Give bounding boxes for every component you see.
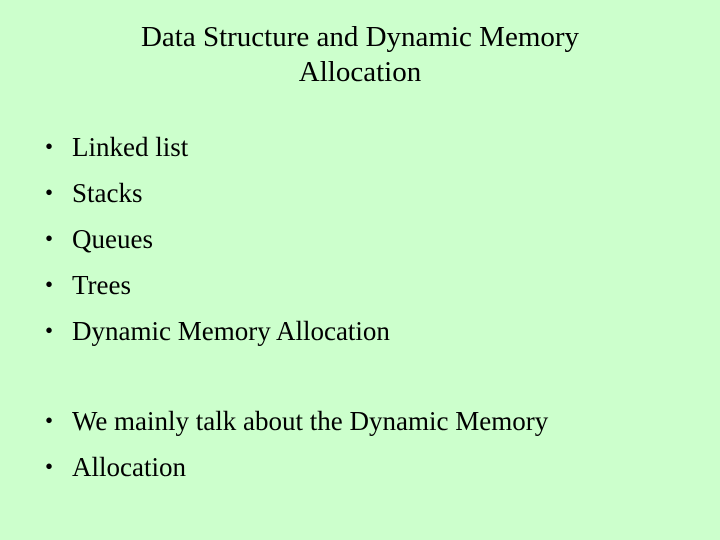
list-item-label: We mainly talk about the Dynamic Memory: [72, 406, 549, 436]
list-item-label: Linked list: [72, 132, 189, 162]
note-list: • We mainly talk about the Dynamic Memor…: [0, 398, 720, 490]
list-item-label: Allocation: [72, 452, 186, 482]
list-item-label: Stacks: [72, 178, 143, 208]
list-item-label: Queues: [72, 224, 153, 254]
list-item: • Stacks: [0, 170, 720, 216]
bullet-icon: •: [45, 454, 54, 479]
list-item: • Trees: [0, 262, 720, 308]
list-item-label: Dynamic Memory Allocation: [72, 316, 390, 346]
list-item: • Dynamic Memory Allocation: [0, 308, 720, 354]
slide-title-line-2: Allocation: [298, 56, 422, 88]
list-item: • Allocation: [0, 444, 720, 490]
bullet-icon: •: [45, 134, 54, 159]
list-item: • Queues: [0, 216, 720, 262]
bullet-icon: •: [45, 180, 54, 205]
bullet-icon: •: [45, 408, 54, 433]
list-item: • We mainly talk about the Dynamic Memor…: [0, 398, 720, 444]
bullet-icon: •: [45, 226, 54, 251]
bullet-icon: •: [45, 272, 54, 297]
list-item-label: Trees: [72, 270, 132, 300]
slide-title: Data Structure and Dynamic Memory Alloca…: [80, 20, 640, 90]
topic-list: • Linked list • Stacks • Queues • Trees …: [0, 124, 720, 354]
list-item: • Linked list: [0, 124, 720, 170]
slide-title-line-1: Data Structure and Dynamic Memory: [140, 21, 580, 53]
bullet-icon: •: [45, 318, 54, 343]
